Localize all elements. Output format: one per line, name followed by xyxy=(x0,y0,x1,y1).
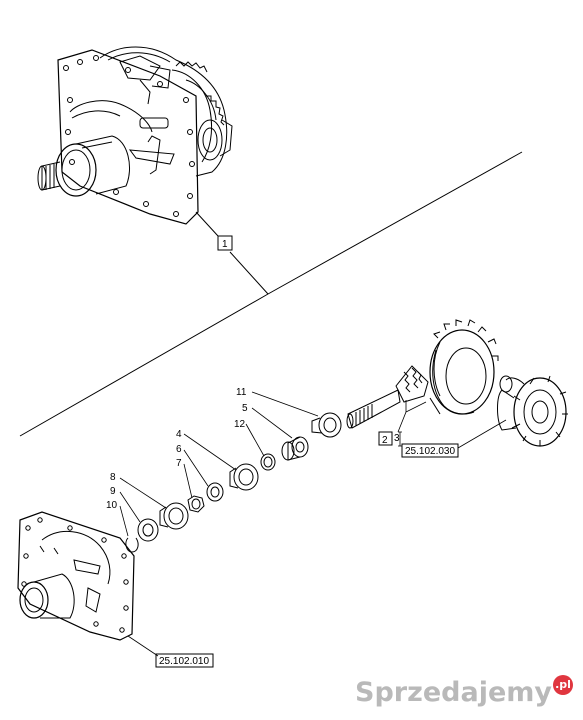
housing-cover xyxy=(17,511,135,641)
callout-box-1 xyxy=(217,235,233,251)
callout-11: 11 xyxy=(236,387,247,398)
callout-12: 12 xyxy=(234,419,246,430)
watermark-badge: .pl xyxy=(553,675,573,695)
callout-6: 6 xyxy=(176,444,182,455)
callout-9: 9 xyxy=(110,486,116,497)
nut-7 xyxy=(187,495,205,513)
callout-1: 1 xyxy=(222,239,228,250)
callout-5: 5 xyxy=(242,403,248,414)
ring-gear xyxy=(429,319,499,415)
reference-box-bottom xyxy=(155,653,214,668)
circlip-10 xyxy=(125,537,139,553)
bearing-8 xyxy=(159,502,189,530)
section-divider-line xyxy=(19,151,523,437)
differential-housing xyxy=(497,375,568,447)
callout-10: 10 xyxy=(106,500,118,511)
spacer-5 xyxy=(281,436,309,461)
final-drive-assembly xyxy=(37,46,233,225)
washer-6 xyxy=(206,482,224,502)
watermark: Sprzedajemy.pl xyxy=(355,675,573,708)
washer-9 xyxy=(137,518,159,542)
watermark-text: Sprzedajemy xyxy=(355,677,552,708)
callout-box-2 xyxy=(378,431,393,446)
callout-2: 2 xyxy=(382,435,388,446)
reference-bottom: 25.102.010 xyxy=(159,656,209,667)
callout-8: 8 xyxy=(110,472,116,483)
reference-top: 25.102.030 xyxy=(405,446,455,457)
callout-7: 7 xyxy=(176,458,182,469)
bearing-11 xyxy=(311,412,342,438)
callout-3: 3 xyxy=(394,433,400,444)
reference-box-top xyxy=(401,443,459,458)
callout-4: 4 xyxy=(176,429,182,440)
shim-12 xyxy=(260,453,276,471)
callout-leaders xyxy=(119,391,507,657)
pinion-shaft xyxy=(346,365,429,429)
bearing-4 xyxy=(229,463,259,491)
